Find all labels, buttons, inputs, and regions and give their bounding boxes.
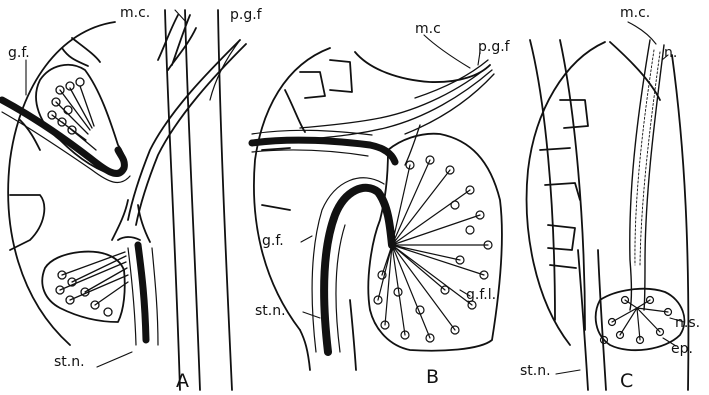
panel-c-label-stn: st.n.: [520, 364, 551, 378]
panel-b-drawing: [252, 35, 585, 370]
panel-c-ns-neurons: [601, 297, 672, 344]
panel-a-body-walls: [165, 10, 232, 390]
panel-a-segment-walls: [10, 38, 100, 250]
panel-b-label-pgf: p.g.f: [478, 40, 510, 54]
panel-a-label-pgf: p.g.f: [230, 8, 262, 22]
panel-b-outer-wall: [254, 48, 330, 330]
panel-a-label-mc: m.c.: [120, 6, 150, 20]
panel-c-stem: [578, 250, 606, 390]
panel-c-label-n: n.: [664, 46, 677, 60]
panel-c-label-ep: ep.: [671, 342, 693, 356]
panel-c-drawing: [527, 22, 689, 390]
panel-b-neurons: [374, 156, 492, 342]
panel-a-pgf-pointer: [210, 40, 240, 100]
panel-c-outer-wall: [527, 42, 605, 345]
panel-c-label-mc: m.c.: [620, 6, 650, 20]
panel-a-leaders: [26, 10, 186, 367]
panel-c-leaders: [556, 22, 684, 374]
panel-b-label-gf: g.f.: [262, 234, 284, 248]
panel-c-segment-walls: [540, 42, 660, 268]
panel-c-label-ns: n.s.: [675, 316, 700, 330]
panel-b-letter: B: [426, 368, 439, 387]
panel-b-label-gfl: g.f.l.: [466, 288, 496, 302]
panel-b-label-stn: st.n.: [255, 304, 286, 318]
panel-a-stem-nerve: [138, 245, 146, 340]
panel-a-letter: A: [176, 372, 189, 391]
panel-a-label-stn: st.n.: [54, 355, 85, 369]
panel-b-label-mc: m.c: [415, 22, 441, 36]
panel-c-letter: C: [620, 372, 633, 391]
panel-a-upper-neurons: [48, 78, 96, 150]
panel-a-outer-wall: [8, 22, 115, 345]
panel-a-lower-neurons: [56, 252, 128, 316]
panel-a-label-gf: g.f.: [8, 46, 30, 60]
panel-a-upper-lobe: [36, 65, 125, 176]
panel-a-drawing: [2, 10, 246, 390]
panel-a-mc-tubes: [158, 15, 196, 70]
